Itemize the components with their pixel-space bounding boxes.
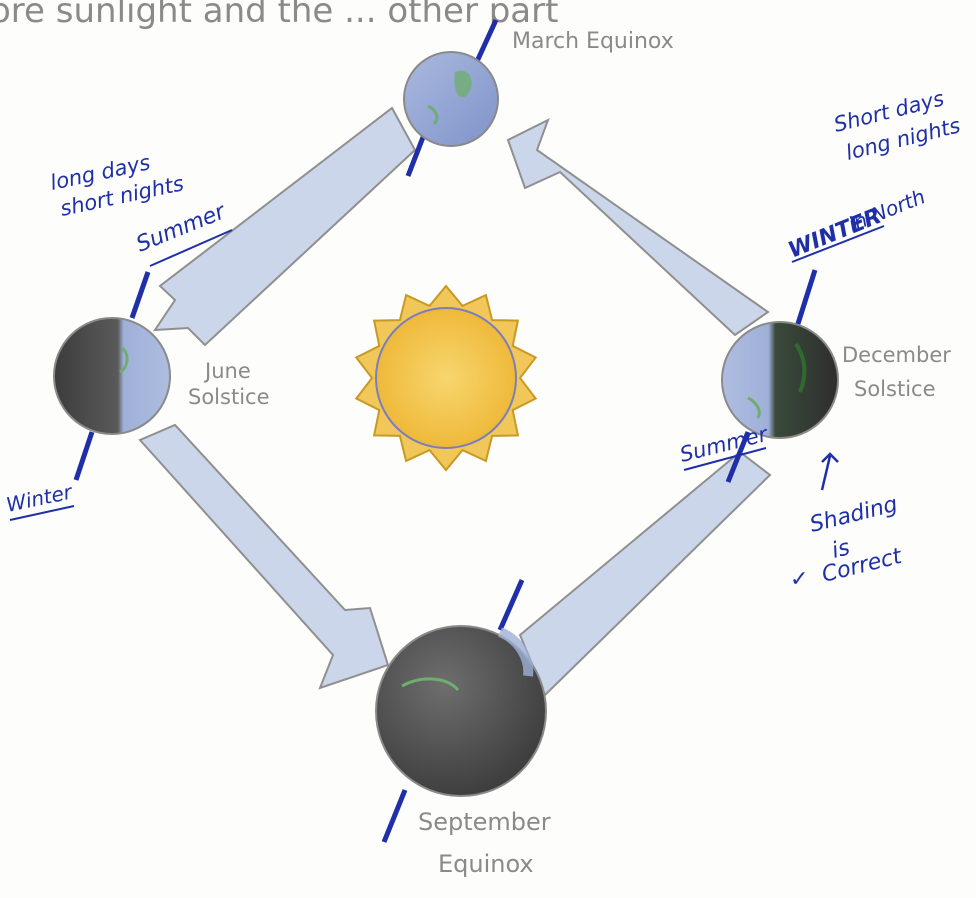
note-winter-left: Winter (4, 479, 76, 517)
note-shading: Shading (807, 492, 900, 538)
earth-september-equinox (376, 580, 546, 842)
sun-icon (356, 286, 535, 470)
label-september-line2: Equinox (438, 850, 534, 878)
note-in-north: in North (845, 184, 929, 236)
axis-september-top (500, 580, 522, 630)
arrow-up-icon (822, 454, 838, 490)
arrow-june-to-september (140, 425, 388, 688)
label-june-line1: June (203, 359, 251, 383)
label-march-equinox: March Equinox (512, 29, 674, 54)
axis-june-top (132, 272, 148, 318)
checkmark-icon: ✓ (790, 567, 808, 592)
top-text: ore sunlight and the ... other part (0, 0, 558, 31)
arrow-september-to-december (520, 452, 770, 695)
arrow-december-to-march (508, 120, 768, 335)
label-june-line2: Solstice (188, 385, 270, 409)
axis-december-top (796, 270, 815, 330)
label-september-line1: September (418, 808, 551, 836)
earth-march-equinox (404, 20, 498, 176)
label-december-line2: Solstice (854, 377, 936, 401)
axis-september-bottom (384, 790, 405, 842)
axis-june-bottom (76, 432, 92, 480)
label-december-line1: December (842, 343, 951, 367)
